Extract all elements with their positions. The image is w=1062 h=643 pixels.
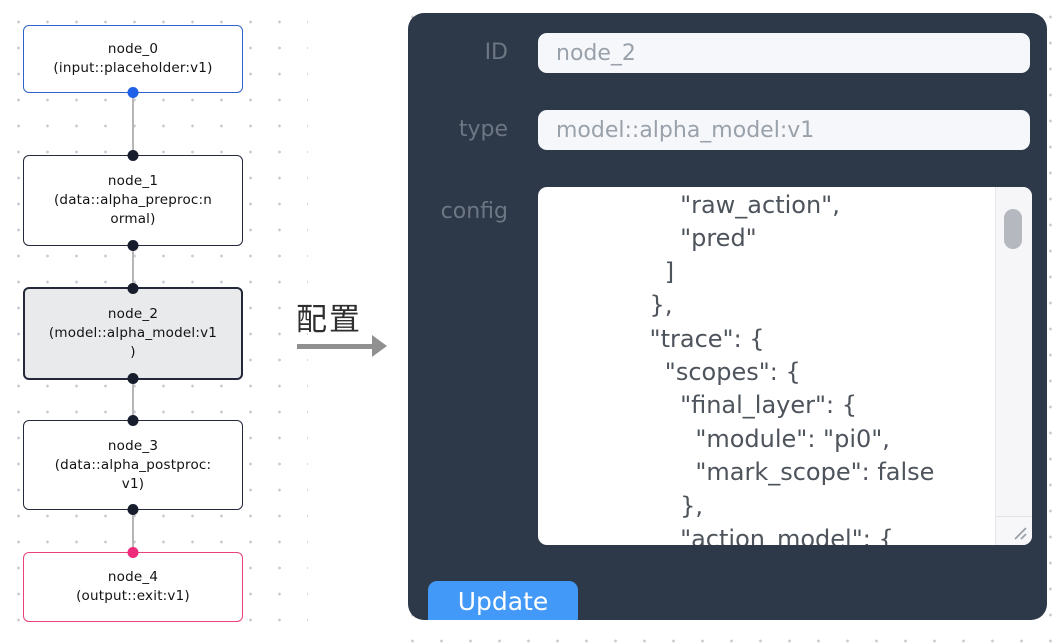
config-textarea[interactable]: "raw_action", "pred" ] }, "trace": { "sc… [538,187,1032,545]
node-label: node_1 (data::alpha_preproc:n ormal) [53,173,213,227]
right-arrow-head-icon [372,335,387,357]
source-handle[interactable] [127,87,139,98]
edge-node1-node2 [132,246,134,287]
node-config-panel: ID type config "raw_action", "pred" ] },… [408,13,1047,620]
config-json-text: "raw_action", "pred" ] }, "trace": { "sc… [649,191,935,545]
resize-handle-icon[interactable] [1011,524,1029,542]
flow-node-node_2-selected[interactable]: node_2 (model::alpha_model:v1 ) [23,283,243,384]
flow-node-node_0[interactable]: node_0 (input::placeholder:v1) [23,25,243,98]
source-handle[interactable] [127,504,139,515]
node-label: node_3 (data::alpha_postproc: v1) [54,437,212,492]
id-input[interactable] [538,33,1030,73]
target-handle[interactable] [127,150,139,161]
source-handle[interactable] [127,373,139,384]
config-scrollbar-thumb[interactable] [1004,209,1022,249]
type-input[interactable] [538,110,1030,150]
edge-node0-node1 [132,93,134,155]
id-field-label: ID [484,40,508,65]
node-label: node_2 (model::alpha_model:v1 ) [48,306,218,360]
node-label: node_4 (output::exit:v1) [76,569,190,604]
edge-node3-node4 [132,510,134,552]
scrollbar-corner [995,516,1032,545]
edge-node2-node3 [132,380,134,420]
right-arrow-icon [297,344,374,349]
target-handle[interactable] [127,283,139,294]
target-handle[interactable] [127,547,139,558]
type-field-label: type [458,117,508,142]
config-annotation-text: 配置 [296,302,362,338]
config-field-label: config [440,199,508,224]
flow-node-node_3[interactable]: node_3 (data::alpha_postproc: v1) [23,415,243,515]
source-handle[interactable] [127,240,139,251]
config-scrollbar-track[interactable] [995,187,1032,545]
flow-node-node_4[interactable]: node_4 (output::exit:v1) [23,547,243,622]
flow-node-node_1[interactable]: node_1 (data::alpha_preproc:n ormal) [23,150,243,251]
target-handle[interactable] [127,415,139,426]
node-label: node_0 (input::placeholder:v1) [53,41,213,76]
update-button[interactable]: Update [428,581,578,620]
